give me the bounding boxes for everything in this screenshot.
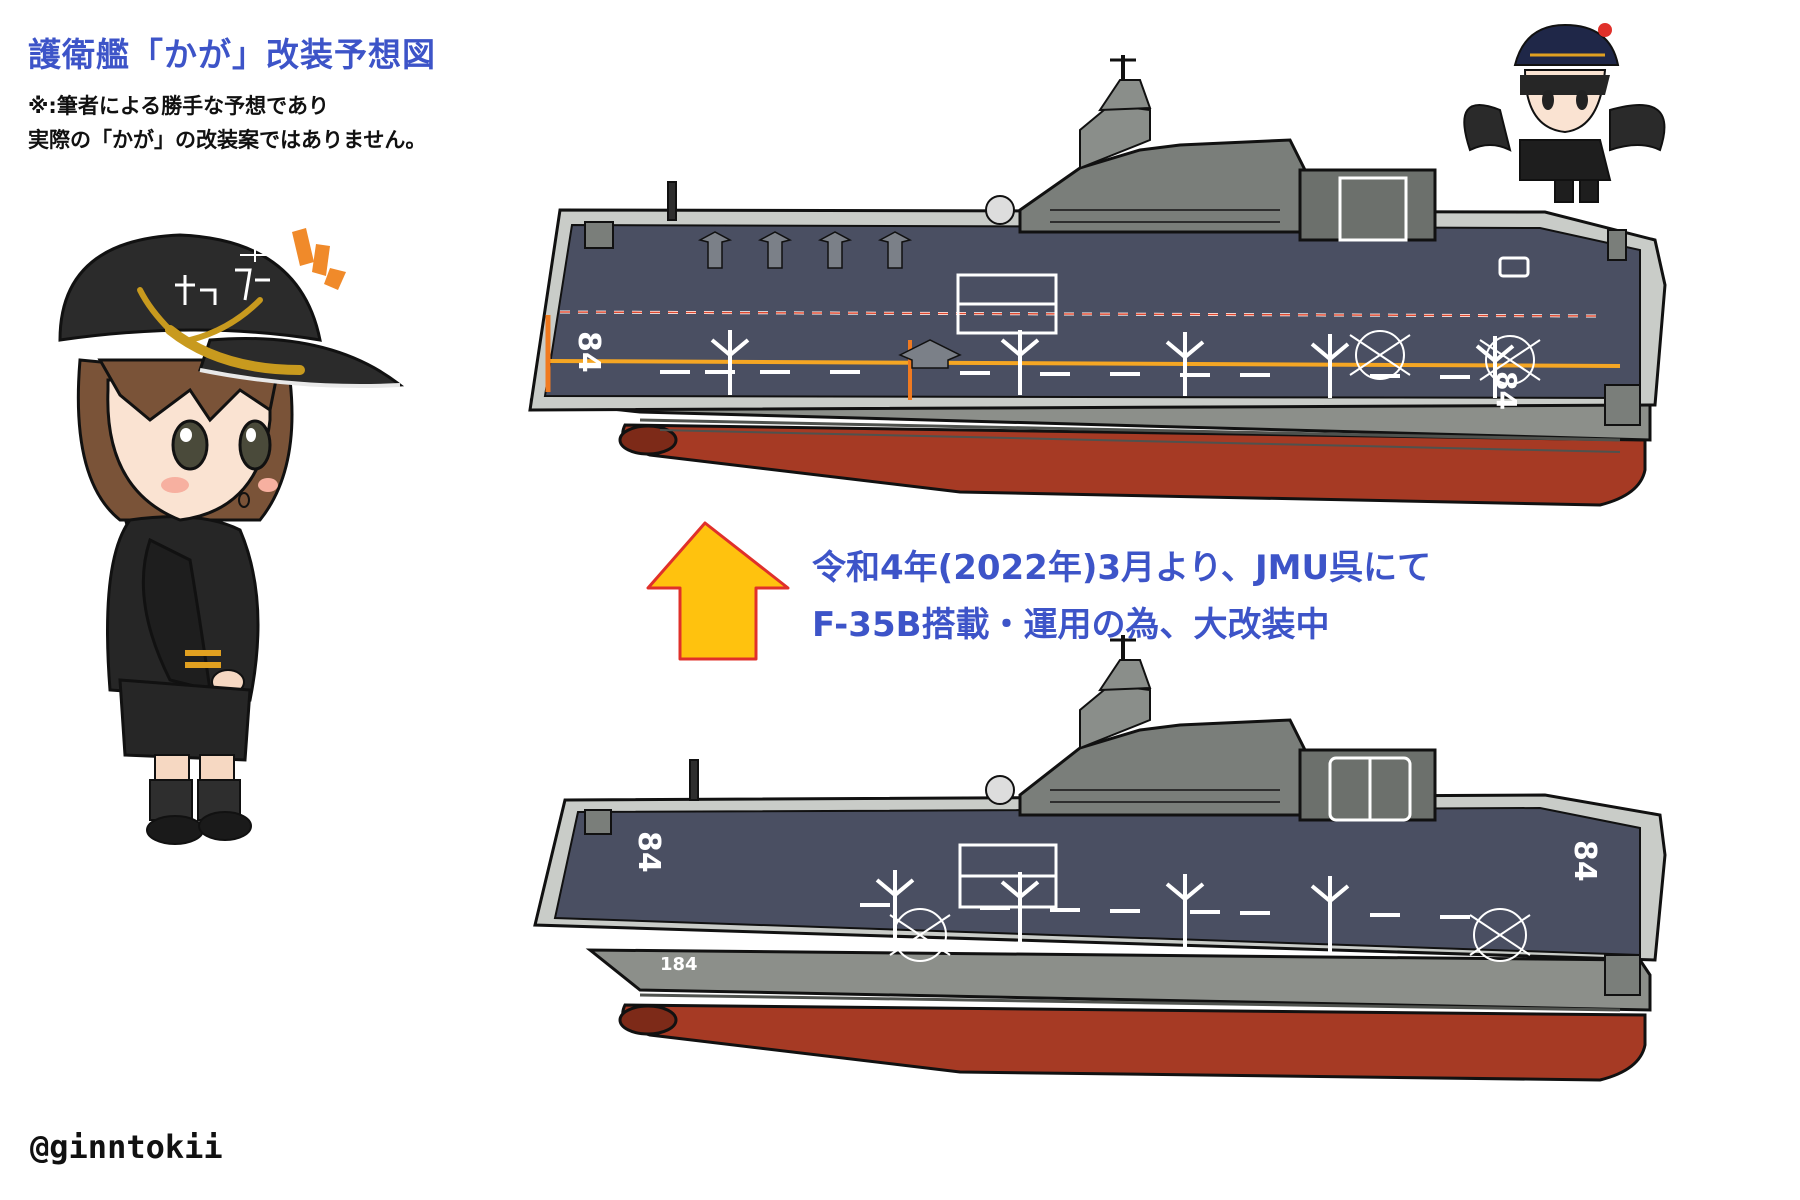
up-arrow: [646, 521, 790, 661]
ship-modified: 84 84: [528, 55, 1667, 507]
deck-number-bow-orig: 84: [631, 831, 666, 873]
character-large: [58, 228, 405, 845]
page-title: 護衛艦「かが」改装予想図: [28, 35, 436, 74]
surprise-marks: [292, 228, 346, 290]
disclaimer-line-2: 実際の「かが」の改装案ではありません。: [28, 128, 427, 152]
ship-original: 184 84 84: [533, 635, 1667, 1082]
caption-line-2: F-35B搭載・運用の為、大改装中: [812, 605, 1330, 645]
hull-number: 184: [660, 954, 698, 975]
author-credit: @ginntokii: [30, 1128, 223, 1166]
deck-number-stern-orig: 84: [1567, 840, 1602, 882]
character-small-winged: [1463, 23, 1666, 203]
deck-number-stern: 84: [1490, 371, 1523, 410]
deck-number-bow: 84: [571, 331, 606, 373]
disclaimer-line-1: ※:筆者による勝手な予想であり: [28, 94, 329, 118]
caption-line-1: 令和4年(2022年)3月より、JMU呉にて: [812, 548, 1432, 588]
